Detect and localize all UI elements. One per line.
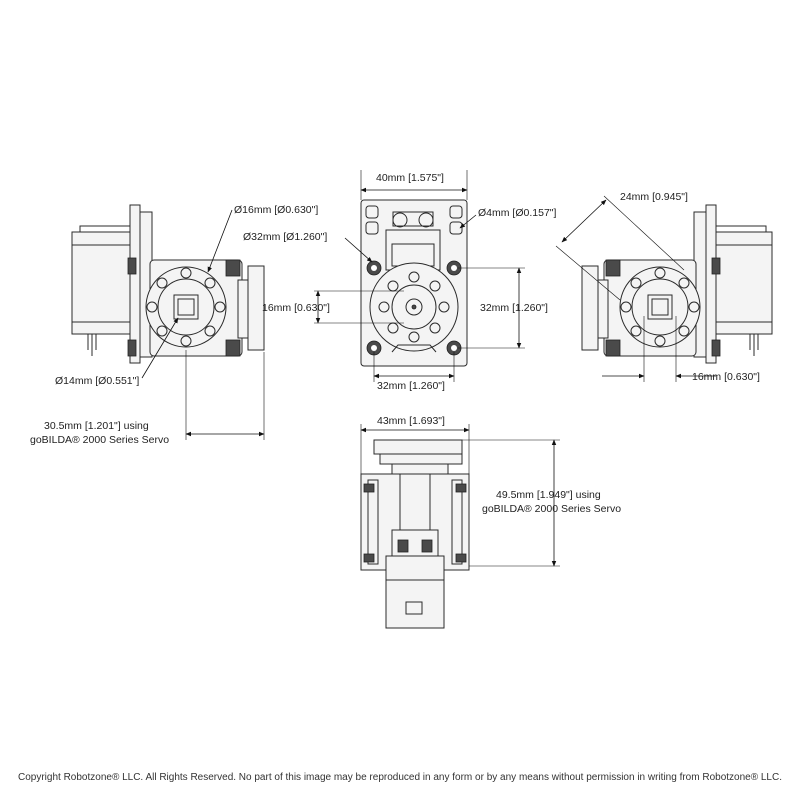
- left-inner-label: Ø14mm [Ø0.551"]: [55, 375, 139, 387]
- hole-diameter-label: Ø4mm [Ø0.157"]: [478, 207, 557, 219]
- left-hub-holes: [146, 267, 226, 347]
- copyright-notice: Copyright Robotzone® LLC. All Rights Res…: [18, 772, 782, 783]
- center-front-view: [314, 170, 525, 382]
- bolt-circle-label: Ø32mm [Ø1.260"]: [243, 231, 327, 243]
- right-bottom-label: 16mm [0.630"]: [692, 371, 760, 383]
- right-side-view: [555, 195, 773, 382]
- top-width-label: 40mm [1.575"]: [376, 172, 444, 184]
- bottom-view: [360, 424, 560, 629]
- bottom-height-label-2: goBILDA® 2000 Series Servo: [482, 503, 621, 515]
- left-depth-label-2: goBILDA® 2000 Series Servo: [30, 434, 169, 446]
- left-side-view: [71, 204, 265, 440]
- right-hub-holes: [620, 267, 700, 347]
- left-bore-label: Ø16mm [Ø0.630"]: [234, 204, 318, 216]
- center-bottom-label: 32mm [1.260"]: [377, 380, 445, 392]
- bottom-width-label: 43mm [1.693"]: [377, 415, 445, 427]
- bottom-height-label-1: 49.5mm [1.949"] using: [496, 489, 601, 501]
- center-height-label: 32mm [1.260"]: [480, 302, 548, 314]
- center-inner-label: 16mm [0.630"]: [262, 302, 330, 314]
- right-diag-label: 24mm [0.945"]: [620, 191, 688, 203]
- left-depth-label-1: 30.5mm [1.201"] using: [44, 420, 149, 432]
- center-corner-bolts: [366, 260, 462, 356]
